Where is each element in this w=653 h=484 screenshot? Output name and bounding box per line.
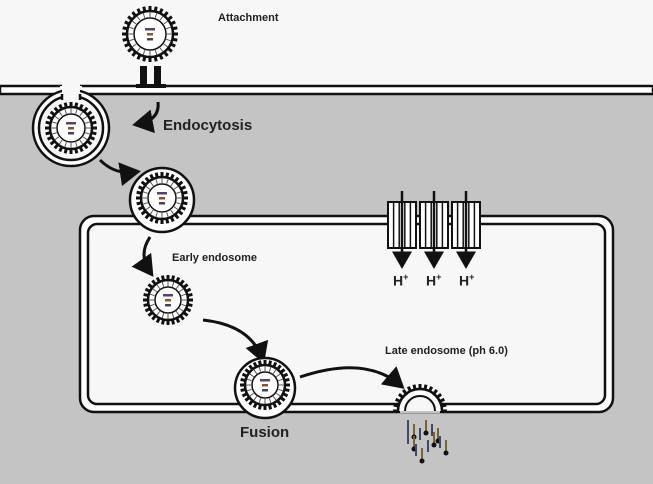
virion (393, 384, 447, 413)
receptor (140, 66, 147, 88)
label-endocytosis: Endocytosis (163, 117, 253, 134)
proton-pump (419, 191, 449, 269)
genome (66, 122, 76, 125)
virion (122, 6, 178, 62)
released-genome (443, 450, 449, 456)
arrow-endocytosis (132, 101, 160, 134)
endocytic-pit (31, 84, 111, 168)
extracellular-space (0, 0, 653, 88)
label-attachment: Attachment (218, 12, 279, 24)
proton-label: H+ (426, 272, 442, 289)
virions (45, 6, 449, 464)
arrow-to-late-endosome (299, 366, 405, 389)
proton-label: H+ (459, 272, 475, 289)
genome (262, 389, 268, 392)
plasma-membrane (0, 84, 653, 96)
genome (165, 304, 171, 307)
virion (136, 172, 188, 224)
label-late-endosome: Late endosome (ph 6.0) (385, 345, 508, 357)
proton-pumps (387, 191, 481, 269)
released-genome (431, 442, 437, 448)
proton-label: H+ (393, 272, 409, 289)
genome (163, 294, 173, 297)
genome (147, 33, 153, 36)
receptor-base (136, 84, 166, 88)
virion (240, 360, 290, 410)
arrow-to-fusion (202, 318, 269, 364)
genome (159, 197, 165, 200)
genome (262, 384, 268, 387)
endosome (78, 214, 615, 414)
proton-pump (387, 191, 417, 269)
genome (147, 38, 153, 41)
label-early-endosome: Early endosome (172, 252, 257, 264)
genome (68, 132, 74, 135)
label-fusion: Fusion (240, 424, 290, 441)
released-genome (423, 430, 429, 436)
genome (165, 299, 171, 302)
arrow-to-early-endosome (98, 158, 141, 187)
genome (260, 379, 270, 382)
genome (68, 127, 74, 130)
genome (157, 192, 167, 195)
arrow-into-endosome (131, 236, 154, 277)
genome (159, 202, 165, 205)
genome (145, 28, 155, 31)
proton-pump (451, 191, 481, 269)
virion (143, 275, 193, 325)
virion (45, 102, 97, 154)
receptor (154, 66, 161, 88)
released-genome (419, 458, 425, 464)
